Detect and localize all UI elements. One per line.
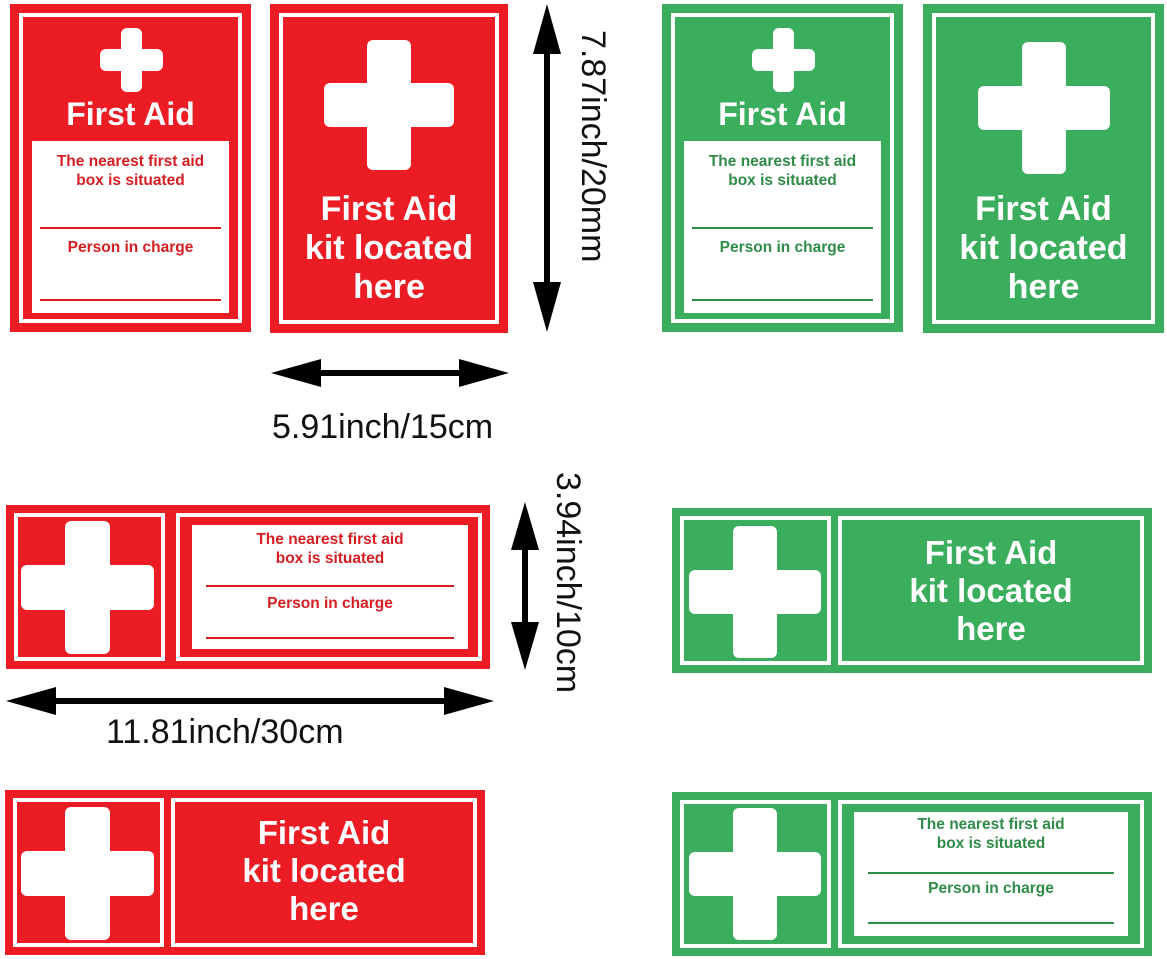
- person-in-charge-text: Person in charge: [928, 880, 1054, 897]
- red-landscape-form-sign: The nearest first aid box is situated Pe…: [6, 505, 490, 669]
- green-first-aid-form-sign: First Aid The nearest first aid box is s…: [662, 4, 903, 332]
- info-panel: The nearest first aid box is situated Pe…: [854, 812, 1128, 936]
- info-panel: The nearest first aid box is situated Pe…: [684, 141, 881, 313]
- red-first-aid-form-sign: First Aid The nearest first aid box is s…: [10, 4, 251, 332]
- kit-located-text: First Aid kit located here: [909, 534, 1073, 647]
- width-large-label: 5.91inch/15cm: [272, 408, 494, 446]
- first-aid-cross-icon: [324, 40, 454, 170]
- first-aid-cross-icon: [21, 521, 154, 654]
- person-line: [692, 299, 873, 301]
- nearest-box-text: The nearest first aid box is situated: [256, 531, 404, 567]
- first-aid-cross-icon: [752, 28, 815, 92]
- green-landscape-form-sign: The nearest first aid box is situated Pe…: [672, 792, 1152, 956]
- nearest-line: [868, 872, 1114, 874]
- sign-title: First Aid: [66, 96, 195, 132]
- nearest-line: [40, 227, 221, 229]
- person-line: [868, 922, 1114, 924]
- height-small-arrow-icon: [511, 502, 539, 670]
- first-aid-cross-icon: [689, 526, 821, 658]
- height-small-label: 3.94inch/10cm: [549, 472, 587, 694]
- green-landscape-kit-sign: First Aid kit located here: [672, 508, 1152, 673]
- nearest-box-text: The nearest first aid box is situated: [56, 153, 205, 189]
- width-large-arrow-icon: [271, 359, 509, 387]
- nearest-line: [692, 227, 873, 229]
- nearest-line: [206, 585, 454, 587]
- person-in-charge-text: Person in charge: [267, 595, 393, 612]
- nearest-box-text: The nearest first aid box is situated: [708, 153, 857, 189]
- info-panel: The nearest first aid box is situated Pe…: [32, 141, 229, 313]
- kit-located-text: First Aid kit located here: [959, 190, 1128, 307]
- kit-located-text: First Aid kit located here: [304, 190, 474, 307]
- sign-title: First Aid: [718, 96, 847, 132]
- red-kit-located-sign: First Aid kit located here: [270, 4, 508, 333]
- width-small-label: 11.81inch/30cm: [106, 713, 344, 751]
- height-large-label: 7.87inch/20mm: [574, 30, 612, 263]
- first-aid-cross-icon: [100, 28, 163, 92]
- kit-located-text: First Aid kit located here: [242, 814, 406, 927]
- info-panel: The nearest first aid box is situated Pe…: [192, 525, 468, 649]
- red-landscape-kit-sign: First Aid kit located here: [5, 790, 485, 955]
- person-line: [206, 637, 454, 639]
- first-aid-cross-icon: [21, 807, 154, 940]
- height-large-arrow-icon: [533, 4, 561, 332]
- first-aid-cross-icon: [689, 808, 821, 940]
- person-in-charge-text: Person in charge: [719, 239, 846, 256]
- person-line: [40, 299, 221, 301]
- person-in-charge-text: Person in charge: [67, 239, 194, 256]
- width-small-arrow-icon: [6, 687, 494, 715]
- nearest-box-text: The nearest first aid box is situated: [917, 816, 1065, 852]
- green-kit-located-sign: First Aid kit located here: [923, 4, 1164, 333]
- first-aid-cross-icon: [978, 42, 1110, 174]
